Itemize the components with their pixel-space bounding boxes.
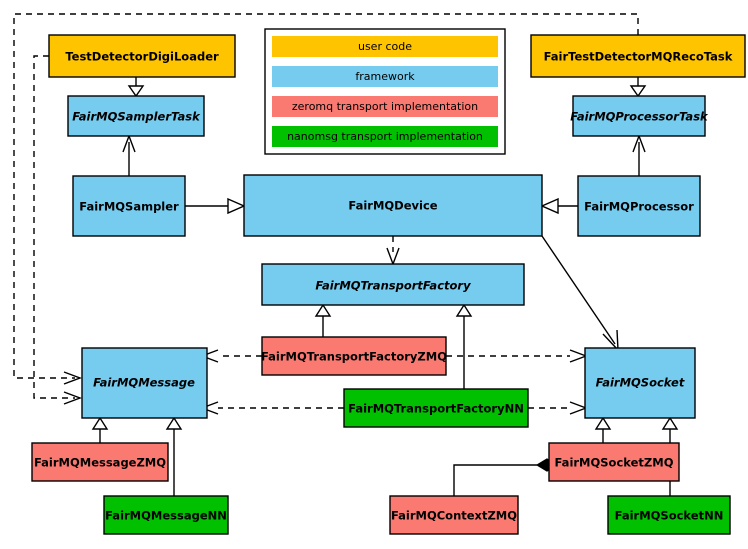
legend-item-user-code: user code [272, 36, 498, 57]
class-label: FairMQTransportFactoryZMQ [261, 350, 447, 364]
legend-swatch-framework [272, 66, 498, 87]
class-box-rect [577, 175, 701, 237]
class-box-rect [243, 174, 543, 237]
class-label: FairMQProcessorTask [570, 110, 709, 124]
class-box-fairmqtransportfactorynn[interactable]: FairMQTransportFactoryNN [343, 388, 529, 428]
class-box-rect [67, 95, 205, 137]
class-label: FairMQSocketZMQ [555, 456, 674, 470]
class-box-fairmqsocketzmq[interactable]: FairMQSocketZMQ [548, 442, 680, 482]
legend-label: framework [355, 70, 415, 83]
class-box-testdetectordigiloader[interactable]: TestDetectorDigiLoader [48, 34, 236, 78]
class-label: FairMQTransportFactoryNN [348, 402, 524, 416]
class-box-rect [572, 95, 706, 137]
legend-label: user code [358, 40, 412, 53]
class-box-fairmqprocessortask[interactable]: FairMQProcessorTask [570, 95, 709, 137]
legend-item-zeromq: zeromq transport implementation [272, 96, 498, 117]
legend-label: nanomsg transport implementation [287, 130, 483, 143]
class-box-fairmqtransportfactoryzmq[interactable]: FairMQTransportFactoryZMQ [261, 336, 447, 376]
class-box-fairmqmessagezmq[interactable]: FairMQMessageZMQ [31, 442, 169, 482]
class-label: FairMQSamplerTask [72, 110, 201, 124]
class-box-rect [607, 495, 731, 535]
legend-item-framework: framework [272, 66, 498, 87]
class-label: FairMQProcessor [584, 200, 694, 214]
class-box-fairmqsamplertask[interactable]: FairMQSamplerTask [67, 95, 205, 137]
legend-item-nanomsg: nanomsg transport implementation [272, 126, 498, 147]
class-box-fairmqtransportfactory[interactable]: FairMQTransportFactory [261, 263, 525, 306]
class-box-rect [81, 347, 208, 419]
edge-digiloader-to-message [33, 55, 82, 405]
edge-recotask-to-message [13, 13, 639, 385]
class-label: FairMQTransportFactory [315, 279, 471, 293]
class-label: FairMQSocket [596, 376, 685, 390]
class-box-fairmqmessagenn[interactable]: FairMQMessageNN [103, 495, 229, 535]
class-box-rect [343, 388, 529, 428]
legend-label: zeromq transport implementation [292, 100, 478, 113]
edge-processor-generalization [540, 197, 578, 215]
edge-factorynn-generalization [455, 303, 473, 389]
class-box-fairmqprocessor[interactable]: FairMQProcessor [577, 175, 701, 237]
class-label: TestDetectorDigiLoader [65, 50, 219, 64]
edge-socketzmq-generalization [594, 416, 612, 443]
class-box-fairmqsocket[interactable]: FairMQSocket [584, 347, 696, 419]
edge-recotask-generalization [629, 77, 647, 98]
class-label: FairMQSampler [79, 200, 179, 214]
class-box-rect [548, 442, 680, 482]
class-box-rect [31, 442, 169, 482]
class-box-rect [103, 495, 229, 535]
class-label: FairMQContextZMQ [391, 509, 517, 523]
class-box-fairmqsocketnn[interactable]: FairMQSocketNN [607, 495, 731, 535]
legend-swatch-nanomsg [272, 126, 498, 147]
class-box-fairmqsampler[interactable]: FairMQSampler [72, 175, 186, 237]
class-box-fairmqdevice[interactable]: FairMQDevice [243, 174, 543, 237]
class-box-rect [530, 34, 746, 78]
class-box-rect [261, 263, 525, 306]
edge-digiloader-generalization [127, 77, 145, 98]
class-box-rect [584, 347, 696, 419]
class-label: FairMQMessageZMQ [34, 456, 166, 470]
class-box-rect [389, 495, 519, 535]
class-label: FairMQSocketNN [615, 509, 724, 523]
class-box-fairtestdetectormqrecotask[interactable]: FairTestDetectorMQRecoTask [530, 34, 746, 78]
class-box-rect [261, 336, 447, 376]
legend-swatch-user-code [272, 36, 498, 57]
class-box-rect [72, 175, 186, 237]
edge-messagezmq-generalization [91, 416, 109, 443]
edge-factoryzmq-generalization [314, 303, 332, 337]
class-label: FairMQMessage [93, 376, 195, 390]
legend-swatch-zeromq [272, 96, 498, 117]
edge-sampler-generalization [185, 197, 246, 215]
legend: user code framework zeromq transport imp… [264, 28, 506, 155]
class-label: FairTestDetectorMQRecoTask [544, 50, 733, 64]
class-box-fairmqcontextzmq[interactable]: FairMQContextZMQ [389, 495, 519, 535]
edge-messagenn-generalization [165, 416, 183, 496]
class-box-fairmqmessage[interactable]: FairMQMessage [81, 347, 208, 419]
class-label: FairMQDevice [348, 199, 437, 213]
node-layer: TestDetectorDigiLoader FairMQSamplerTask… [31, 34, 746, 535]
class-label: FairMQMessageNN [105, 509, 227, 523]
class-box-rect [48, 34, 236, 78]
